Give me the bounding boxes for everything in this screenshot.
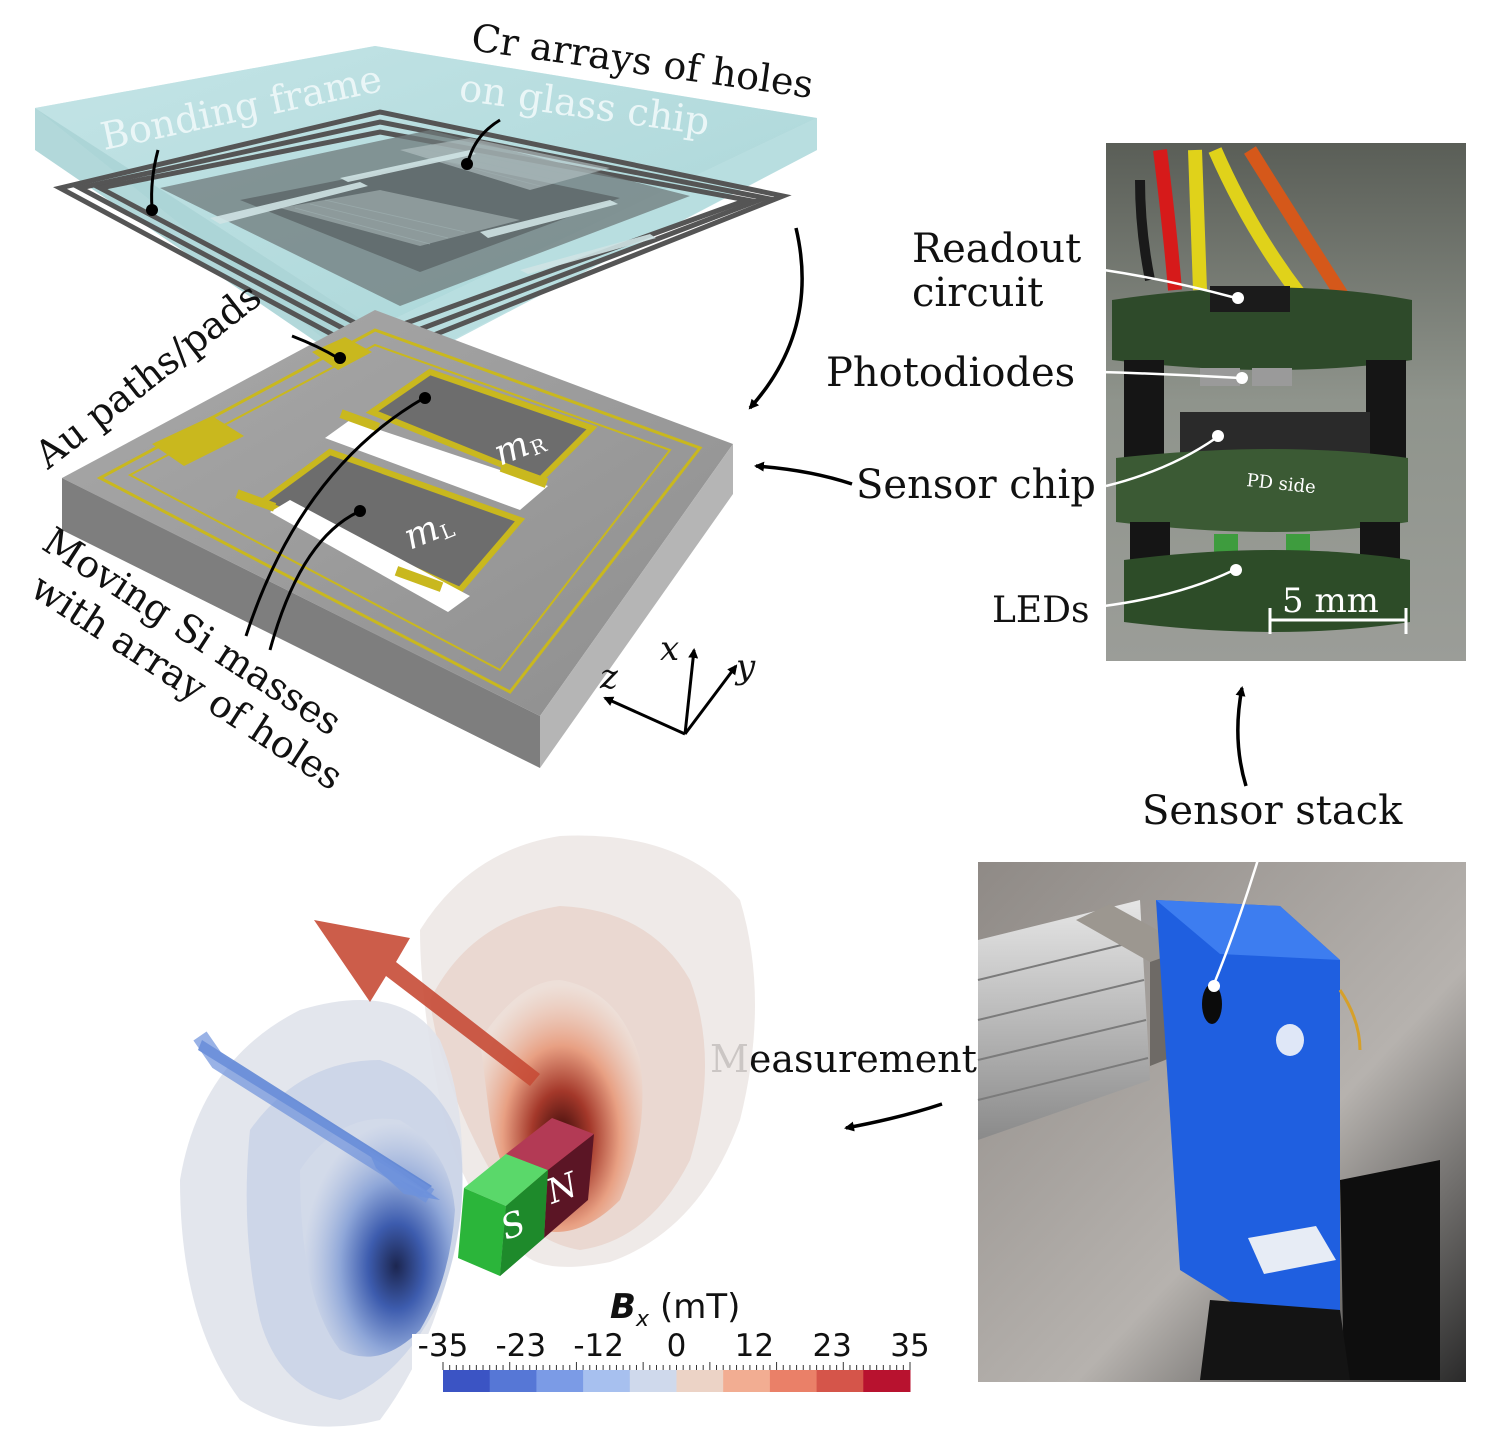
measurement-photo xyxy=(977,862,1466,1382)
colorbar-tick-label: 12 xyxy=(735,1328,774,1364)
sensor-stack-photo: PD side xyxy=(1106,143,1466,661)
colorbar-segment xyxy=(443,1370,491,1392)
label-leds: LEDs xyxy=(992,590,1090,631)
glass-chip xyxy=(35,46,817,382)
label-measurement: Measurement xyxy=(710,1037,977,1081)
magnet-block xyxy=(458,1118,594,1276)
measurement-arrow xyxy=(844,1102,943,1132)
colorbar-tick-label: 35 xyxy=(890,1328,929,1364)
colorbar-segment xyxy=(489,1370,537,1392)
colorbar-title-subscript: x xyxy=(635,1307,650,1332)
pointer-dot-cr-arrays xyxy=(461,158,473,170)
colorbar-segment xyxy=(769,1370,818,1392)
assembly-arrow xyxy=(748,227,804,410)
scale-bar-label: 5 mm xyxy=(1282,581,1379,621)
pointer-bonding-frame xyxy=(150,149,160,209)
colorbar-tick-label: 23 xyxy=(812,1328,851,1364)
colorbar-title-symbol: B xyxy=(610,1287,636,1327)
colorbar-tick-labels: -35 -23 -12 0 12 23 35 xyxy=(418,1328,930,1364)
axis-z-label: z xyxy=(599,657,619,697)
sensor-chip-arrow xyxy=(754,461,853,486)
silicon-chip xyxy=(62,310,733,768)
pointer-mass-left xyxy=(268,510,359,651)
colorbar: -35 -23 -12 0 12 23 35 xyxy=(412,1328,936,1454)
colorbar-segment xyxy=(583,1370,631,1392)
pointer-mass-right xyxy=(244,396,425,637)
colorbar-segment xyxy=(863,1370,911,1392)
colorbar-minor-ticks xyxy=(442,1362,911,1370)
axis-x-label: x xyxy=(660,629,679,669)
colorbar-segments xyxy=(443,1370,911,1392)
pointer-dot-bonding-frame xyxy=(146,204,158,216)
colorbar-tick-label: 0 xyxy=(667,1328,687,1364)
field-simulation xyxy=(180,835,755,1427)
colorbar-tick-label: -23 xyxy=(496,1328,547,1364)
sensor-stack-arrow xyxy=(1235,686,1248,787)
colorbar-segment xyxy=(816,1370,864,1392)
photo-pointer-dots xyxy=(1212,292,1248,576)
pointer-dot-mass-right xyxy=(419,392,431,404)
colorbar-segment xyxy=(536,1370,584,1392)
pointer-cr-arrays xyxy=(466,118,501,163)
label-sensor-stack: Sensor stack xyxy=(1142,788,1403,834)
pointer-sensor-stack xyxy=(1212,839,1266,985)
colorbar-tick-label: -35 xyxy=(418,1328,469,1364)
colorbar-segment xyxy=(629,1370,677,1392)
colorbar-segment xyxy=(676,1370,724,1392)
pointer-dot-au-paths xyxy=(334,352,346,364)
label-sensor-chip: Sensor chip xyxy=(856,462,1096,508)
label-photodiodes: Photodiodes xyxy=(826,350,1075,396)
photo-pointers xyxy=(1099,268,1241,608)
colorbar-background xyxy=(412,1334,936,1454)
scale-bar xyxy=(1268,608,1408,634)
colorbar-tick-label: -12 xyxy=(573,1328,624,1364)
label-readout-line2: circuit xyxy=(912,270,1043,316)
axis-y-label: y xyxy=(734,647,756,687)
colorbar-title-unit: (mT) xyxy=(660,1287,740,1327)
pointer-dot-mass-left xyxy=(354,505,366,517)
pointer-dot-sensor-stack xyxy=(1208,980,1220,992)
coordinate-axes xyxy=(603,648,738,736)
colorbar-segment xyxy=(723,1370,771,1392)
label-readout-line1: Readout xyxy=(912,226,1081,272)
